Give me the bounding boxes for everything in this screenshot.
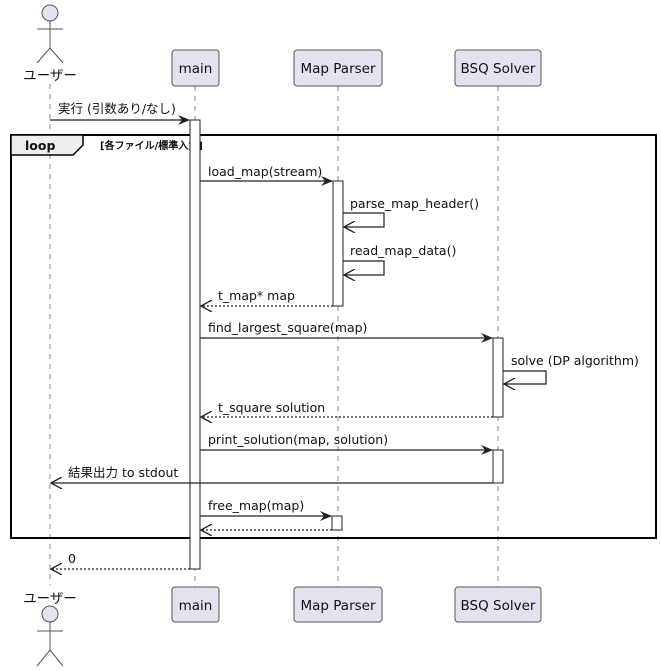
actor-head	[41, 4, 59, 22]
participant-bsq-solver-bottom: BSQ Solver	[454, 586, 542, 623]
actor-head	[41, 605, 59, 623]
message-read-map-data: read_map_data()	[343, 243, 456, 275]
loop-frame: loop [各ファイル/標準入力]	[10, 134, 657, 539]
actor-label-user: ユーザー	[23, 68, 77, 84]
participant-label-bsq-solver: BSQ Solver	[461, 61, 536, 77]
participant-bsq-solver-top: BSQ Solver	[454, 49, 542, 87]
actor-user-top: ユーザー	[23, 4, 77, 84]
activation-bsq-solver-print	[492, 449, 504, 484]
message-label: load_map(stream)	[208, 164, 322, 179]
participant-map-parser-bottom: Map Parser	[293, 586, 383, 623]
loop-condition: [各ファイル/標準入力]	[100, 139, 203, 152]
actor-label-user: ユーザー	[23, 591, 77, 607]
participant-label-map-parser: Map Parser	[300, 61, 375, 77]
activation-bsq-solver-find	[492, 337, 504, 418]
participant-label-main: main	[179, 598, 213, 614]
message-find-largest-square: find_largest_square(map)	[200, 320, 493, 343]
message-parse-map-header: parse_map_header()	[343, 196, 479, 227]
message-label: 実行 (引数あり/なし)	[58, 101, 176, 116]
participant-label-map-parser: Map Parser	[300, 598, 375, 614]
message-label: print_solution(map, solution)	[208, 432, 388, 447]
message-load-map: load_map(stream)	[200, 164, 333, 186]
message-label: find_largest_square(map)	[208, 320, 367, 335]
message-return-zero: 0	[51, 551, 190, 569]
activation-main	[189, 119, 201, 570]
message-free-map: free_map(map)	[200, 498, 332, 521]
participant-main-top: main	[171, 49, 220, 87]
message-label: 結果出力 to stdout	[68, 465, 178, 480]
activation-map-parser-load	[332, 180, 344, 307]
participant-main-bottom: main	[171, 586, 220, 623]
loop-keyword: loop	[25, 138, 55, 153]
participant-label-bsq-solver: BSQ Solver	[461, 598, 536, 614]
activation-map-parser-free	[331, 515, 343, 531]
message-label: free_map(map)	[208, 498, 304, 513]
message-label: solve (DP algorithm)	[511, 353, 639, 368]
message-return-solution: t_square solution	[201, 400, 493, 417]
message-label: 0	[68, 551, 76, 566]
message-label: t_map* map	[218, 288, 295, 303]
message-solve: solve (DP algorithm)	[503, 353, 639, 384]
message-print-solution: print_solution(map, solution)	[200, 432, 493, 455]
participant-label-main: main	[179, 61, 213, 77]
actor-user-bottom: ユーザー	[23, 591, 77, 667]
message-execute: 実行 (引数あり/なし)	[50, 101, 190, 125]
message-label: t_square solution	[218, 400, 325, 415]
message-return-map: t_map* map	[201, 288, 333, 306]
message-label: parse_map_header()	[350, 196, 479, 211]
message-label: read_map_data()	[350, 243, 456, 258]
participant-map-parser-top: Map Parser	[293, 49, 383, 87]
message-output-stdout: 結果出力 to stdout	[51, 465, 493, 483]
